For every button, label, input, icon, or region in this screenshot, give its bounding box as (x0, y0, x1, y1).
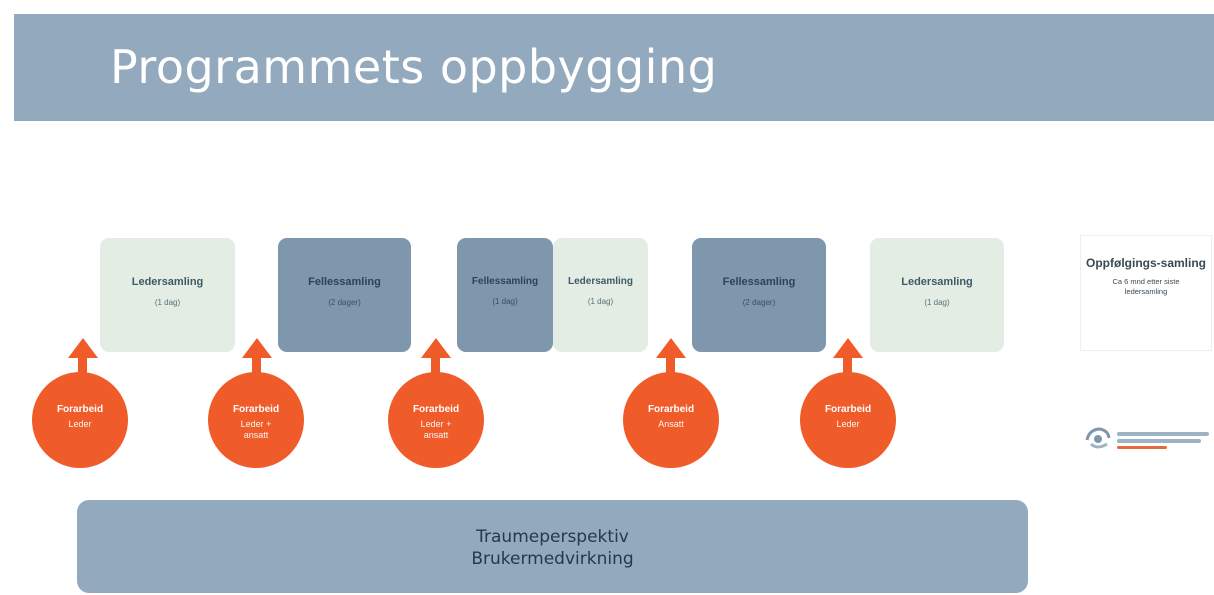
session-duration: (1 dag) (492, 297, 518, 306)
prework-participants: Leder (836, 419, 860, 429)
followup-detail: Ca 6 mnd etter siste ledersamling (1112, 277, 1180, 296)
up-arrow-icon (656, 338, 686, 378)
prework-circle-2: Forarbeid Leder + ansatt (208, 372, 304, 468)
prework-circle-1: Forarbeid Leder (32, 372, 128, 468)
followup-session-box: Oppfølgings-samling Ca 6 mnd etter siste… (1080, 235, 1212, 351)
foundation-line-1: Traumeperspektiv (476, 527, 629, 547)
prework-circle-4: Forarbeid Ansatt (623, 372, 719, 468)
up-arrow-icon (421, 338, 451, 378)
followup-title: Oppfølgings-samling (1086, 256, 1206, 270)
up-arrow-icon (242, 338, 272, 378)
prework-participants: Leder + ansatt (420, 419, 452, 440)
session-name: Ledersamling (567, 276, 634, 287)
prework-circle-5: Forarbeid Leder (800, 372, 896, 468)
session-name: Fellessamling (722, 276, 796, 288)
prework-participants: Ansatt (658, 419, 684, 429)
prework-circle-3: Forarbeid Leder + ansatt (388, 372, 484, 468)
session-box-fellessamling-2: Fellessamling (1 dag) (457, 238, 553, 352)
session-name: Ledersamling (901, 276, 973, 288)
session-box-ledersamling-1: Ledersamling (1 dag) (100, 238, 235, 352)
prework-title: Forarbeid (56, 404, 104, 415)
session-name: Ledersamling (131, 276, 204, 288)
title-banner: Programmets oppbygging (14, 14, 1214, 121)
session-box-fellessamling-1: Fellessamling (2 dager) (278, 238, 411, 352)
session-duration: (1 dag) (587, 297, 614, 306)
session-box-ledersamling-3: Ledersamling (1 dag) (870, 238, 1004, 352)
foundation-bar: Traumeperspektiv Brukermedvirkning (77, 500, 1028, 593)
prework-title: Forarbeid (232, 404, 280, 415)
prework-title: Forarbeid (412, 404, 460, 415)
session-box-fellessamling-3: Fellessamling (2 dager) (692, 238, 826, 352)
prework-participants: Leder (68, 419, 92, 429)
logo-icon (1085, 427, 1111, 449)
prework-title: Forarbeid (824, 404, 872, 415)
organization-logo (1083, 424, 1213, 458)
session-box-ledersamling-2: Ledersamling (1 dag) (553, 238, 648, 352)
session-name: Fellessamling (308, 276, 381, 288)
session-duration: (1 dag) (154, 298, 181, 307)
foundation-line-2: Brukermedvirkning (471, 549, 634, 569)
session-duration: (2 dager) (328, 298, 361, 307)
prework-title: Forarbeid (647, 404, 695, 415)
session-name: Fellessamling (471, 276, 539, 287)
session-duration: (2 dager) (742, 298, 776, 307)
slide-title: Programmets oppbygging (110, 40, 718, 94)
session-duration: (1 dag) (924, 298, 950, 307)
prework-participants: Leder + ansatt (240, 419, 272, 440)
up-arrow-icon (68, 338, 98, 378)
up-arrow-icon (833, 338, 863, 378)
